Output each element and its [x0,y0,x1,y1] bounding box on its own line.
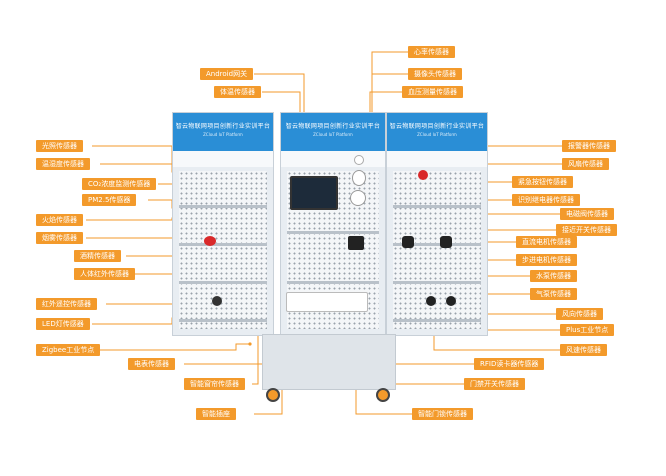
right-rail [393,243,481,246]
center-panel-header: 智云物联网项目创新行业实训平台 ZCloud IoT Platform [281,113,385,151]
callout-android-gateway: Android网关 [200,68,254,80]
base-cabinet [262,334,396,390]
right-panel-subtitle: ZCloud IoT Platform [417,132,457,137]
center-panel-title: 智云物联网项目创新行业实训平台 [285,123,381,130]
center-rail [287,231,379,234]
left-panel-logo-strip [173,151,273,167]
callout-air-pump: 气泵传感器 [530,288,577,300]
right-pegboard [393,171,481,329]
dc-motor-device [440,236,452,248]
right-panel-title: 智云物联网项目创新行业实训平台 [389,123,485,130]
callout-socket: 智能插座 [196,408,236,420]
callout-smart-door-lock: 智能门锁传感器 [412,408,473,420]
leader-anchor-zigbee [248,342,252,346]
caster-wheel-icon [376,388,390,402]
tablet-gateway-device [290,176,338,210]
center-rail [287,281,379,284]
left-pegboard [179,171,267,329]
callout-water-pump: 水泵传感器 [530,270,577,282]
right-panel-logo-strip [387,151,487,167]
right-rail [393,281,481,284]
right-panel-header: 智云物联网项目创新行业实训平台 ZCloud IoT Platform [387,113,487,151]
camera-device [352,170,366,186]
callout-co2: CO₂浓度监测传感器 [82,178,157,190]
right-cabinet-panel: 智云物联网项目创新行业实训平台 ZCloud IoT Platform [386,112,488,336]
leader-line-zigbee [96,343,250,351]
callout-flame: 火焰传感器 [36,214,83,226]
motor-device [402,236,414,248]
callout-zigbee: Zigbee工业节点 [36,344,101,356]
callout-heart-rate: 心率传感器 [408,46,455,58]
flame-alarm-red-device [204,236,216,246]
callout-blood-pressure: 血压测量传感器 [402,86,463,98]
blood-pressure-device [350,190,366,206]
base-module-strip [286,292,368,312]
callout-door-switch: 门禁开关传感器 [464,378,525,390]
right-rail [393,205,481,208]
right-rail [393,319,481,322]
callout-relay: 识别继电器传感器 [512,194,580,206]
left-cabinet-panel: 智云物联网项目创新行业实训平台 ZCloud IoT Platform [172,112,274,336]
left-rail [179,243,267,246]
left-panel-title: 智云物联网项目创新行业实训平台 [175,123,271,130]
callout-light: 光照传感器 [36,140,83,152]
callout-smoke: 烟雾传感器 [36,232,83,244]
wind-vane-device [446,296,456,306]
callout-body-temp: 体温传感器 [214,86,261,98]
caster-wheel-icon [266,388,280,402]
callout-solenoid-valve: 电磁阀传感器 [560,208,614,220]
callout-camera: 摄像头传感器 [408,68,462,80]
left-panel-header: 智云物联网项目创新行业实训平台 ZCloud IoT Platform [173,113,273,151]
left-module-device [212,296,222,306]
callout-temp-humidity: 温湿度传感器 [36,158,90,170]
callout-dc-motor: 直流电机传感器 [516,236,577,248]
callout-smart-curtain: 智能窗帘传感器 [184,378,245,390]
heart-rate-device [354,155,364,165]
callout-wind-speed: 风速传感器 [560,344,607,356]
alarm-red-device [418,170,428,180]
callout-pm25: PM2.5传感器 [82,194,137,206]
monitor-device [348,236,364,250]
center-panel-logo-strip [281,151,385,167]
callout-pir: 人体红外传感器 [74,268,135,280]
callout-proximity: 接近开关传感器 [556,224,617,236]
callout-wind-direction: 风向传感器 [556,308,603,320]
callout-stepper: 步进电机传感器 [516,254,577,266]
callout-led: LED灯传感器 [36,318,90,330]
left-panel-subtitle: ZCloud IoT Platform [203,132,243,137]
callout-ir-remote: 红外遥控传感器 [36,298,97,310]
callout-electricity-meter: 电表传感器 [128,358,175,370]
left-rail [179,205,267,208]
wind-sensor-device [426,296,436,306]
callout-alcohol: 酒精传感器 [74,250,121,262]
callout-fan: 风扇传感器 [562,158,609,170]
leader-line-flame [86,217,186,221]
callout-alarm: 报警器传感器 [562,140,616,152]
left-rail [179,319,267,322]
center-panel-subtitle: ZCloud IoT Platform [313,132,353,137]
callout-plus-node: Plus工业节点 [560,324,615,336]
callout-rfid: RFID读卡器传感器 [474,358,545,370]
callout-emergency-button: 紧急按钮传感器 [512,176,573,188]
left-rail [179,281,267,284]
